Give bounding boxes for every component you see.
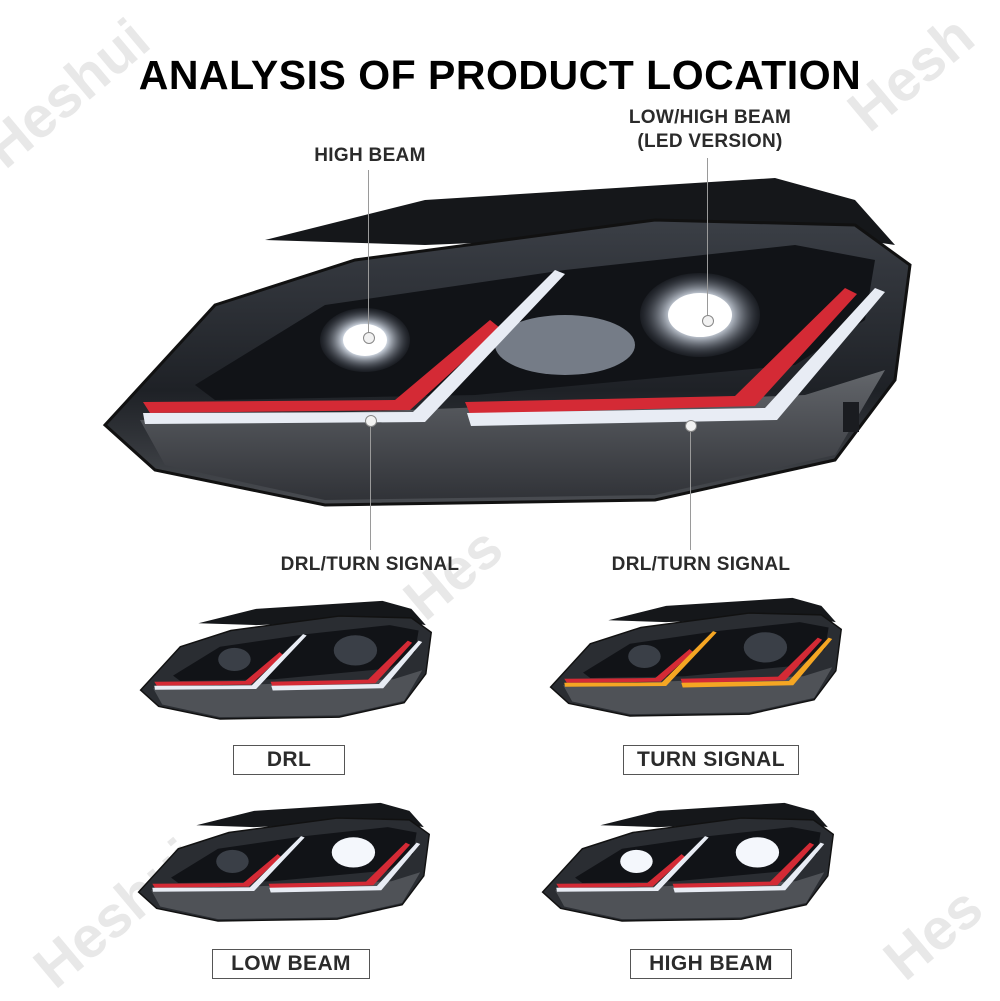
projector-right (333, 635, 378, 666)
drl-strip-left (564, 631, 717, 687)
mode-label-low-beam: LOW BEAM (212, 949, 370, 979)
red-accent-left (143, 320, 500, 413)
red-accent-right (465, 288, 857, 414)
mode-lamp-high-beam (541, 802, 835, 922)
red-accent-left (564, 649, 694, 683)
leader-dot-drl-left (365, 415, 377, 427)
mode-lamp-low-beam (137, 802, 431, 922)
leader-drl-right (690, 425, 691, 550)
mode-lamp-drl (139, 600, 433, 720)
callout-drl-turn-left: DRL/TURN SIGNAL (280, 554, 460, 575)
mode-label-turn-signal: TURN SIGNAL (623, 745, 799, 775)
callout-low-high-beam: LOW/HIGH BEAM (LED VERSION) (600, 106, 820, 154)
projector-right-core (668, 293, 732, 337)
projector-left (620, 849, 653, 873)
leader-dot-low-high-beam (702, 315, 714, 327)
leader-drl-left (370, 420, 371, 550)
mode-label-high-beam: HIGH BEAM (630, 949, 792, 979)
callout-high-beam: HIGH BEAM (314, 145, 426, 166)
page-title: ANALYSIS OF PRODUCT LOCATION (138, 52, 862, 98)
drl-strip-right (269, 842, 421, 893)
callout-drl-turn-right: DRL/TURN SIGNAL (611, 554, 791, 575)
red-accent-left (556, 854, 686, 888)
mounting-tab (843, 402, 859, 432)
drl-strip-right (271, 640, 423, 691)
drl-strip-left (556, 836, 709, 892)
red-accent-left (154, 652, 284, 686)
watermark-bottom-right: Hes (871, 874, 995, 993)
led-glow-middle (495, 315, 635, 375)
drl-strip-left (154, 634, 307, 690)
projector-left (218, 647, 251, 671)
projector-left (628, 644, 661, 668)
red-accent-right (268, 842, 411, 889)
leader-low-high-beam (707, 158, 708, 318)
leader-high-beam (368, 170, 369, 335)
drl-strip-left (143, 270, 565, 424)
leader-dot-drl-right (685, 420, 697, 432)
projector-right (735, 837, 780, 868)
drl-strip-right (673, 842, 825, 893)
projector-left (216, 849, 249, 873)
main-headlight-image (102, 178, 912, 507)
red-accent-right (680, 637, 823, 684)
projector-right (331, 837, 376, 868)
mode-label-drl: DRL (233, 745, 345, 775)
mode-lamp-turn-signal (549, 597, 843, 717)
drl-strip-right (681, 637, 833, 688)
callout-low-high-beam-line2: (LED VERSION) (637, 131, 783, 152)
projector-right (743, 632, 788, 663)
drl-strip-left (152, 836, 305, 892)
red-accent-right (672, 842, 815, 889)
leader-dot-high-beam (363, 332, 375, 344)
callout-low-high-beam-line1: LOW/HIGH BEAM (628, 107, 792, 128)
red-accent-right (270, 640, 413, 687)
red-accent-left (152, 854, 282, 888)
drl-strip-right (467, 288, 885, 426)
